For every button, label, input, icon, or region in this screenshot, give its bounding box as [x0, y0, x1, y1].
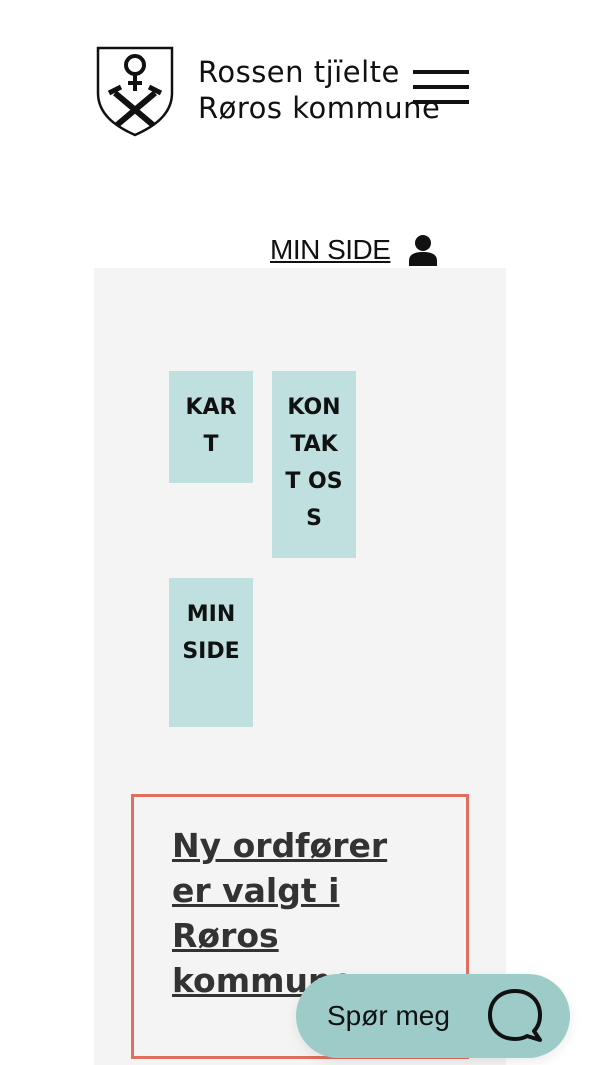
min-side-label[interactable]: MIN SIDE — [270, 234, 391, 265]
chat-button[interactable]: Spør meg — [296, 974, 570, 1058]
hamburger-icon — [413, 70, 469, 74]
news-headline-link[interactable]: Ny ordfører er valgt i Røros kommune — [172, 826, 388, 1000]
hamburger-icon-bar — [413, 85, 469, 89]
speech-bubble-icon — [488, 989, 542, 1042]
logo-text-line1: Rossen tjïelte — [198, 55, 400, 89]
hamburger-menu-button[interactable] — [413, 70, 469, 104]
tile-min-side[interactable]: MIN SIDE — [169, 578, 253, 727]
news-card: Ny ordfører er valgt i Røros kommune — [131, 794, 469, 1059]
tile-kontakt-oss[interactable]: KONTAKT OSS — [272, 371, 356, 558]
hamburger-icon-bar — [413, 100, 469, 104]
tile-kart[interactable]: KART — [169, 371, 253, 483]
user-icon — [409, 235, 438, 266]
min-side-link[interactable]: MIN SIDE — [270, 234, 438, 266]
chat-label: Spør meg — [327, 1000, 450, 1031]
coat-of-arms-logo[interactable] — [95, 45, 175, 137]
logo-text-line2: Røros kommune — [198, 91, 441, 125]
